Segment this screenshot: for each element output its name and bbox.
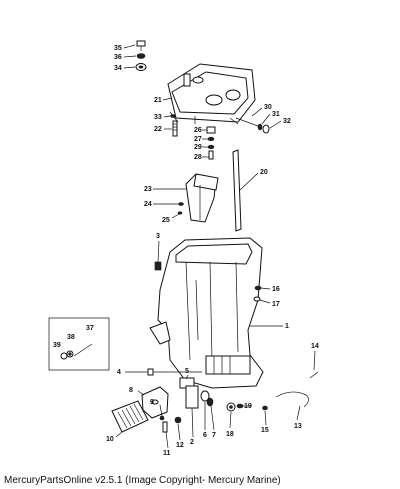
callout-5: 5 xyxy=(185,368,189,375)
callout-8: 8 xyxy=(129,387,133,394)
exploded-parts-diagram: 35 36 34 21 33 22 30 31 32 26 27 29 28 2… xyxy=(48,40,319,457)
callout-19: 19 xyxy=(244,403,252,410)
callout-21: 21 xyxy=(154,97,162,104)
part-14-screw xyxy=(309,371,319,379)
callout-6: 6 xyxy=(203,432,207,439)
part-13-clip xyxy=(275,391,309,408)
part-3-pin xyxy=(154,261,162,271)
callout-3: 3 xyxy=(156,233,160,240)
callout-2: 2 xyxy=(190,439,194,446)
callout-18: 18 xyxy=(226,431,234,438)
image-caption: MercuryPartsOnline v2.5.1 (Image Copyrig… xyxy=(4,475,281,486)
part-35-bolt xyxy=(136,40,146,51)
part-31-washer xyxy=(257,123,263,131)
part-1-driveshaft-housing xyxy=(149,237,264,389)
callout-38: 38 xyxy=(67,334,75,341)
part-18-19-fasteners xyxy=(226,402,244,412)
callout-35: 35 xyxy=(114,45,122,52)
callout-12: 12 xyxy=(176,442,184,449)
callout-1: 1 xyxy=(285,323,289,330)
part-32-nut xyxy=(262,124,270,134)
callout-9: 9 xyxy=(150,399,154,406)
callout-15: 15 xyxy=(261,427,269,434)
callout-39: 39 xyxy=(53,342,61,349)
part-8-bracket xyxy=(141,386,169,419)
part-22-stud xyxy=(172,120,178,137)
callout-20: 20 xyxy=(260,169,268,176)
inset-box xyxy=(48,317,110,371)
callout-10: 10 xyxy=(106,436,114,443)
part-34-grommet xyxy=(135,63,147,71)
callout-28: 28 xyxy=(194,154,202,161)
callout-25: 25 xyxy=(162,217,170,224)
part-20-tube xyxy=(232,149,242,232)
callout-33: 33 xyxy=(154,114,162,121)
callout-31: 31 xyxy=(272,111,280,118)
part-10-grill xyxy=(111,400,149,433)
part-30-bolt xyxy=(235,117,259,127)
callout-26: 26 xyxy=(194,127,202,134)
callout-4: 4 xyxy=(117,369,121,376)
part-26-27-29-28-stack xyxy=(206,126,216,160)
part-33-dowel xyxy=(170,114,176,118)
part-15-fastener xyxy=(262,405,268,411)
callout-22: 22 xyxy=(154,126,162,133)
callout-36: 36 xyxy=(114,54,122,61)
callout-24: 24 xyxy=(144,201,152,208)
part-2-cylinder xyxy=(185,385,199,409)
callout-30: 30 xyxy=(264,104,272,111)
callout-23: 23 xyxy=(144,186,152,193)
callout-37: 37 xyxy=(86,325,94,332)
leader-lines xyxy=(115,44,316,449)
callout-27: 27 xyxy=(194,136,202,143)
callout-7: 7 xyxy=(212,432,216,439)
part-9-washer xyxy=(159,415,165,421)
callout-32: 32 xyxy=(283,118,291,125)
part-12-nut xyxy=(174,416,182,424)
callout-34: 34 xyxy=(114,65,122,72)
part-23-guide xyxy=(185,173,219,223)
callout-29: 29 xyxy=(194,144,202,151)
callout-labels: 35 36 34 21 33 22 30 31 32 26 27 29 28 2… xyxy=(53,45,319,457)
callout-11: 11 xyxy=(163,450,171,457)
part-24-25-fasteners xyxy=(177,202,184,215)
callout-17: 17 xyxy=(272,301,280,308)
callout-13: 13 xyxy=(294,423,302,430)
callout-16: 16 xyxy=(272,286,280,293)
part-36-washer xyxy=(136,53,146,59)
part-11-screw xyxy=(162,421,168,433)
callout-14: 14 xyxy=(311,343,319,350)
part-6-7-fittings xyxy=(200,390,214,407)
part-21-adapter-plate xyxy=(167,63,256,125)
